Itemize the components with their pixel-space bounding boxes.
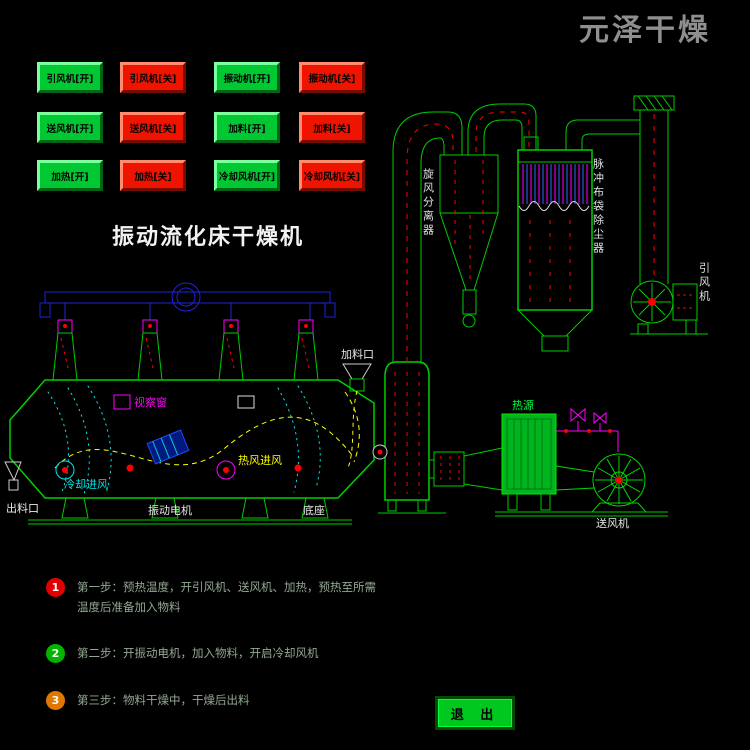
step-number-badge: 2 [46, 644, 65, 663]
step-text: 第二步：开振动电机，加入物料，开启冷却风机 [77, 646, 319, 660]
hot-air-duct [429, 447, 503, 491]
step-item-3: 3 第三步：物料干燥中，干燥后出料 [46, 691, 250, 711]
expansion-chamber [372, 361, 446, 514]
step-number-badge: 1 [46, 578, 65, 597]
label-heat-source: 热源 [512, 398, 534, 412]
page-title: 振动流化床干燥机 [112, 225, 305, 250]
valve-piping [556, 407, 619, 452]
cooling-fan-off-button[interactable]: 冷却风机[关] [299, 160, 365, 191]
step-item-2: 2 第二步：开振动电机，加入物料，开启冷却风机 [46, 644, 319, 664]
fan-induced-on-button[interactable]: 引风机[开] [37, 62, 103, 93]
inspection-window-shape [113, 394, 131, 410]
exit-button[interactable]: 退 出 [438, 699, 512, 727]
label-inspection-window: 视察窗 [134, 395, 167, 409]
watermark: 元泽干燥 [579, 13, 711, 48]
label-hot-air-inlet: 热风进风 [238, 454, 282, 467]
feed-on-button[interactable]: 加料[开] [214, 112, 280, 143]
step-number-badge: 3 [46, 691, 65, 710]
label-vibration-motor: 振动电机 [148, 503, 192, 517]
label-feed-port: 加料口 [341, 347, 374, 361]
supply-fan-blower [495, 453, 668, 517]
vibrator-off-button[interactable]: 振动机[关] [299, 62, 365, 93]
inlet-stubs [52, 319, 319, 381]
fan-induced-off-button[interactable]: 引风机[关] [120, 62, 186, 93]
material-box [146, 429, 190, 465]
vibration-frame [39, 282, 336, 320]
clean-air-duct [565, 119, 640, 150]
cooling-fan-on-button[interactable]: 冷却风机[开] [214, 160, 280, 191]
discharge-chute [4, 461, 22, 491]
label-induced-draft-fan: 引风机 [698, 261, 711, 304]
cyclone-separator [439, 103, 537, 328]
label-cooling-air-inlet: 冷却进风 [64, 478, 108, 491]
label-base: 底座 [303, 503, 325, 517]
dryer-body [4, 363, 375, 525]
step-text: 第三步：物料干燥中，干燥后出料 [77, 693, 250, 707]
riser-duct [392, 111, 463, 362]
label-supply-fan: 送风机 [596, 516, 629, 530]
fan-supply-on-button[interactable]: 送风机[开] [37, 112, 103, 143]
feed-hopper [342, 363, 372, 469]
heater-off-button[interactable]: 加热[关] [120, 160, 186, 191]
feed-off-button[interactable]: 加料[关] [299, 112, 365, 143]
label-discharge-port: 出料口 [6, 501, 39, 515]
heat-exchanger [501, 413, 557, 511]
heater-on-button[interactable]: 加热[开] [37, 160, 103, 191]
label-bag-dust-collector: 脉冲布袋除尘器 [592, 157, 605, 256]
exhaust-stack [633, 95, 675, 284]
vibrator-on-button[interactable]: 振动机[开] [214, 62, 280, 93]
label-cyclone-separator: 旋风分离器 [422, 167, 435, 238]
induced-draft-fan [630, 280, 708, 335]
step-text: 第一步：预热温度，开引风机、送风机、加热，预热至所需温度后准备加入物料 [77, 580, 376, 614]
bag-dust-collector [516, 136, 594, 352]
step-item-1: 1 第一步：预热温度，开引风机、送风机、加热，预热至所需温度后准备加入物料 [46, 578, 385, 617]
fan-supply-off-button[interactable]: 送风机[关] [120, 112, 186, 143]
